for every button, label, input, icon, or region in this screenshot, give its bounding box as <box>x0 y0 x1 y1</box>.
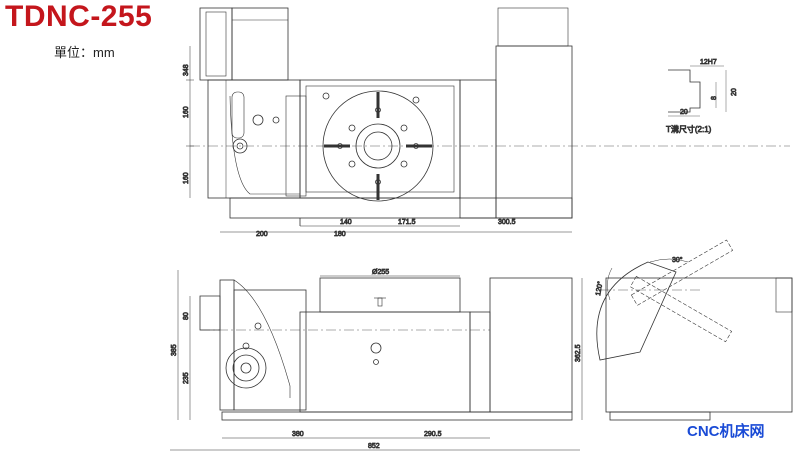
t-slot-caption: T溝尺寸(2:1) <box>666 124 712 134</box>
angle-30: 30° <box>672 256 683 264</box>
t-slot-12h7: 12H7 <box>700 59 717 66</box>
main-body-front <box>299 311 471 413</box>
dim-852: 852 <box>368 443 380 450</box>
base-plate <box>229 197 573 219</box>
t-slot-20-bottom: 20 <box>680 109 688 116</box>
dim-300-5: 300.5 <box>498 219 516 226</box>
front-view <box>170 270 583 451</box>
dim-140: 140 <box>340 219 352 226</box>
base-front <box>221 411 573 421</box>
dim-80: 80 <box>183 312 190 320</box>
angle-120: 120° <box>594 281 604 297</box>
t-slot-detail <box>668 65 727 117</box>
top-view <box>186 7 790 233</box>
motor-housing-front <box>233 289 307 411</box>
dim-171-5: 171.5 <box>398 219 416 226</box>
dim-348: 348 <box>183 64 190 76</box>
tailstock-frame <box>459 79 497 219</box>
dim-290-5: 290.5 <box>424 431 442 438</box>
dim-200: 200 <box>256 231 268 238</box>
dim-385: 385 <box>171 344 178 356</box>
bolt-hole <box>252 114 264 126</box>
dim-160-mid: 160 <box>183 106 190 118</box>
motor-cover-front <box>489 277 573 413</box>
unit-label: 單位：mm <box>54 45 115 60</box>
dim-362-5: 362.5 <box>575 344 582 362</box>
motor-body-top <box>199 7 233 81</box>
gear-housing-circle <box>225 347 267 389</box>
side-body <box>605 277 793 413</box>
motor-cover-top <box>231 7 289 81</box>
watermark: CNC机床网 <box>687 423 765 440</box>
t-slot-20: 20 <box>731 88 738 96</box>
front-plug <box>370 342 382 354</box>
dim-180: 180 <box>334 231 346 238</box>
motor-cover-right <box>495 45 573 219</box>
t-slot-8: 8 <box>711 96 718 100</box>
dim-dia-255: Ø255 <box>372 269 389 276</box>
tilt-sector <box>596 261 677 361</box>
table-top-front <box>319 277 461 313</box>
dim-380: 380 <box>292 431 304 438</box>
side-view <box>596 239 793 421</box>
drawing-title: TDNC-255 <box>5 0 153 33</box>
dim-160-lower: 160 <box>183 172 190 184</box>
dim-235: 235 <box>183 372 190 384</box>
